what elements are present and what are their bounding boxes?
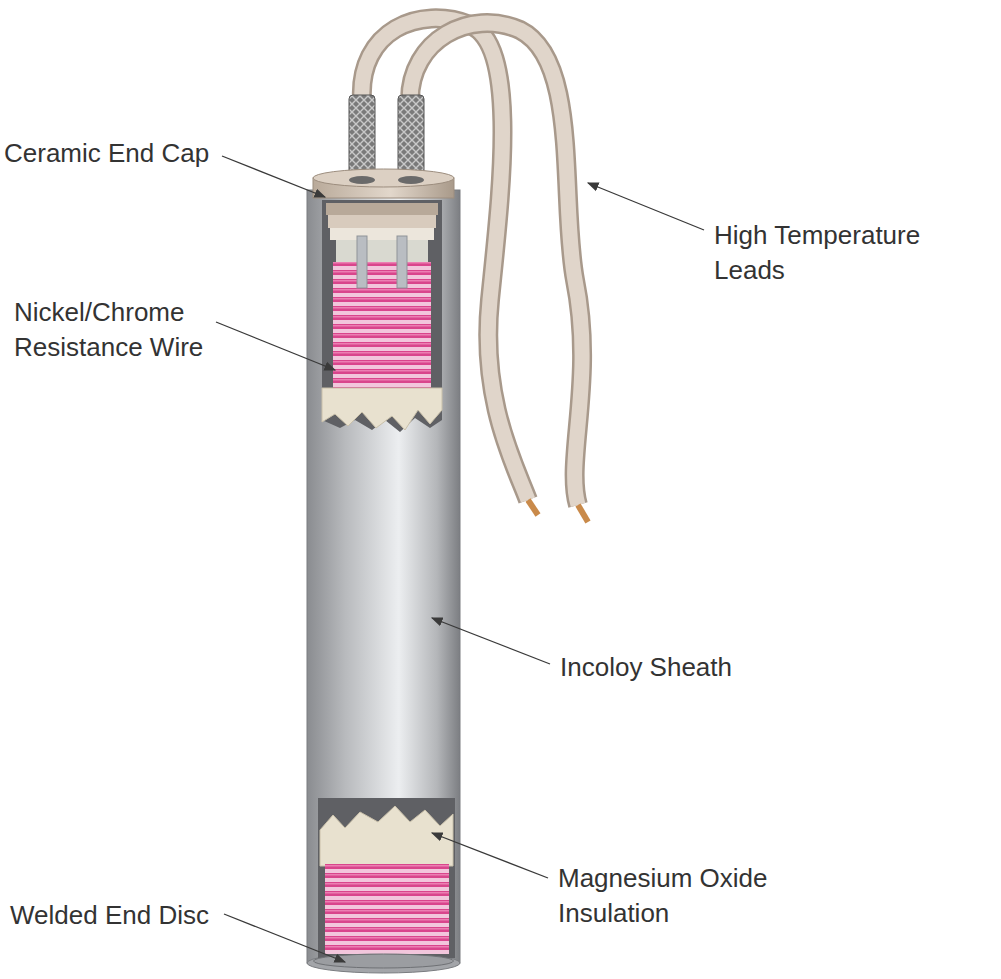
cap-layer <box>326 203 438 215</box>
leader-line <box>432 833 548 878</box>
leader-line <box>222 156 325 197</box>
part-label: Welded End Disc <box>10 898 225 933</box>
sheath-body <box>307 190 460 963</box>
terminal-pin <box>357 236 367 288</box>
magnesium-oxide <box>322 388 442 430</box>
copper-tip <box>578 505 588 522</box>
terminal-pin <box>397 236 407 288</box>
cutaway-interior <box>318 798 455 958</box>
leader-line <box>224 914 345 962</box>
leader-line <box>432 618 550 664</box>
welded-end-disc <box>314 954 454 968</box>
resistance-coil <box>333 262 431 392</box>
part-label: Magnesium Oxide Insulation <box>558 861 818 931</box>
magnesium-oxide <box>320 806 453 866</box>
leader-line <box>216 322 335 370</box>
lead-hole <box>349 176 375 184</box>
top-cutaway <box>322 200 442 432</box>
resistance-coil <box>325 864 449 954</box>
part-label: Incoloy Sheath <box>560 650 820 685</box>
bottom-cutaway <box>314 798 456 968</box>
part-label: Ceramic End Cap <box>4 136 219 171</box>
lead-hole <box>398 176 424 184</box>
leader-line <box>588 183 704 230</box>
part-label: Nickel/Chrome Resistance Wire <box>14 295 234 365</box>
copper-tip <box>528 500 538 515</box>
ceramic-end-cap-top <box>313 169 454 187</box>
part-label: High Temperature Leads <box>714 218 984 288</box>
cap-layer <box>328 215 436 228</box>
cutaway-interior <box>322 200 442 432</box>
leader-lines <box>216 156 704 962</box>
cap-layer <box>330 228 434 240</box>
